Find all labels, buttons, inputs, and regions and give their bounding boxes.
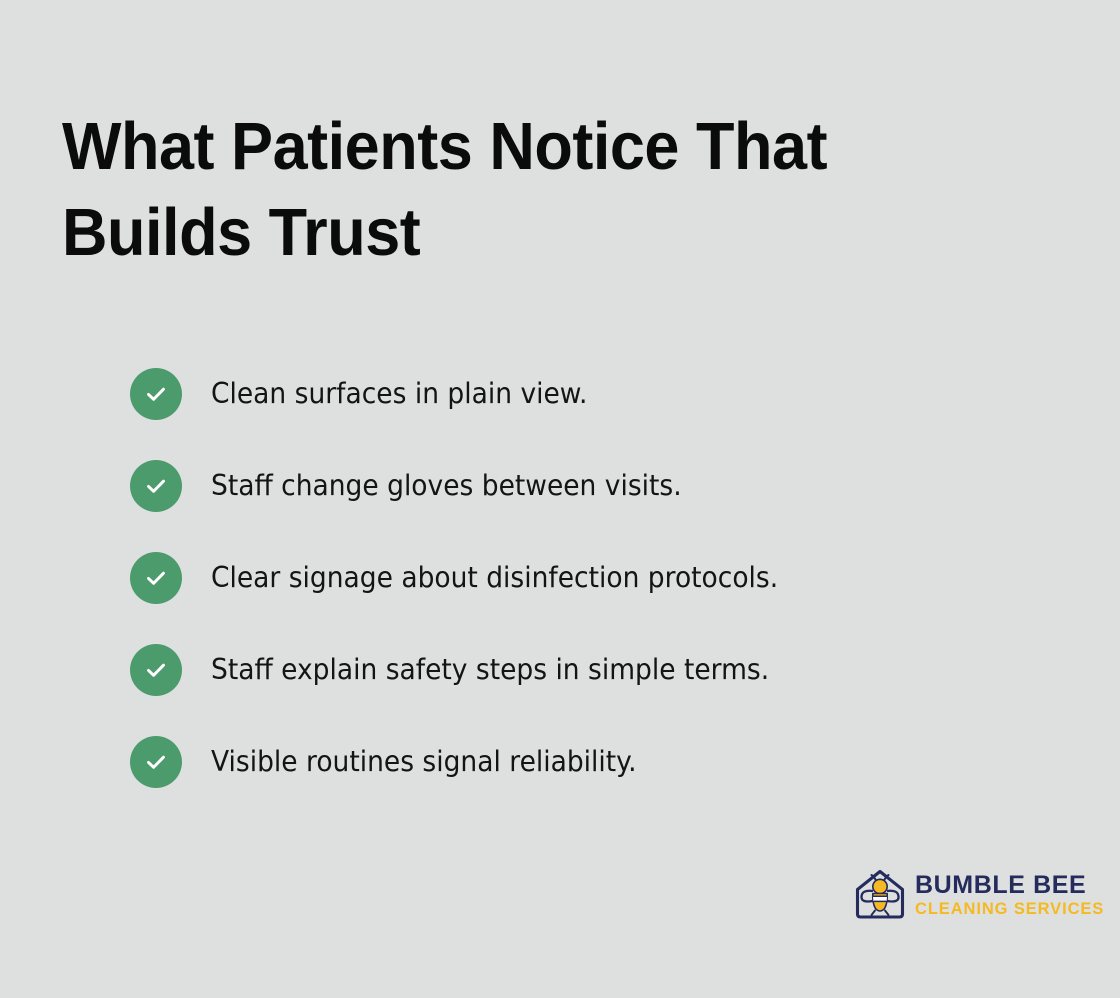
list-item: Clean surfaces in plain view. (130, 368, 1060, 420)
brand-wordmark: BUMBLE BEE CLEANING SERVICES (915, 870, 1105, 918)
list-item-label: Clear signage about disinfection protoco… (211, 561, 779, 595)
house-bee-logo-icon (851, 866, 909, 924)
list-item: Visible routines signal reliability. (130, 736, 1060, 788)
list-item-label: Clean surfaces in plain view. (211, 377, 588, 411)
checklist: Clean surfaces in plain view. Staff chan… (130, 368, 1060, 788)
list-item: Staff change gloves between visits. (130, 460, 1060, 512)
list-item-label: Visible routines signal reliability. (211, 745, 637, 779)
brand-tagline: CLEANING SERVICES (915, 899, 1105, 918)
check-icon (130, 368, 182, 420)
check-icon (130, 460, 182, 512)
check-icon (130, 644, 182, 696)
check-icon (130, 736, 182, 788)
list-item-label: Staff change gloves between visits. (211, 469, 682, 503)
list-item-label: Staff explain safety steps in simple ter… (211, 653, 770, 687)
page-title: What Patients Notice That Builds Trust (62, 109, 828, 270)
list-item: Staff explain safety steps in simple ter… (130, 644, 1060, 696)
brand-name: BUMBLE BEE (915, 870, 1087, 899)
brand-logo: BUMBLE BEE CLEANING SERVICES (851, 864, 1103, 926)
check-icon (130, 552, 182, 604)
list-item: Clear signage about disinfection protoco… (130, 552, 1060, 604)
